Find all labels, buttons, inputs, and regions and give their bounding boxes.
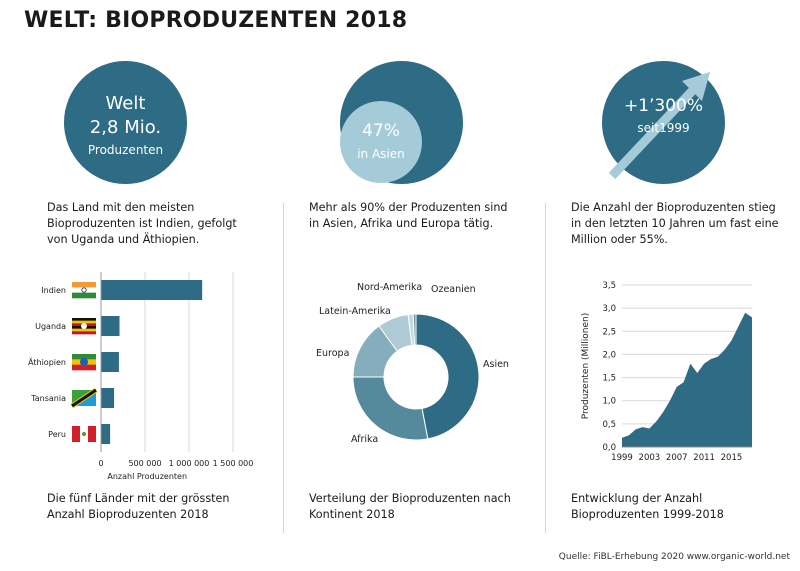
bar-category-label: Äthiopien [28,357,66,367]
column-divider-1 [283,203,284,533]
donut-slice [415,313,480,440]
bar-category-label: Indien [41,286,66,295]
x-axis-label: Anzahl Produzenten [107,472,187,481]
kpi-world-unit: Produzenten [87,143,164,157]
flag-icon [70,387,98,409]
y-tick-label: 2,0 [602,350,616,360]
slice-label: Afrika [351,434,378,445]
kpi-world-label: Welt [105,93,146,114]
bar-category-label: Peru [48,430,66,439]
bar [101,352,119,372]
x-tick-label: 0 [98,459,103,468]
text-growth: Die Anzahl der Bioproduzenten stieg in d… [571,201,779,246]
slice-label: Ozeanien [431,284,476,295]
kpi-growth-value: +1’300% [623,96,704,116]
y-tick-label: 0,5 [602,420,616,430]
kpi-world-value: 2,8 Mio. [89,117,162,138]
kpi-circle-growth: +1’300% seit1999 [602,61,725,184]
caption-countries: Die fünf Länder mit der grössten Anzahl … [47,492,230,521]
flag-icon [72,282,96,299]
x-tick-label: 1 500 000 [213,459,254,468]
x-tick-label: 500 000 [128,459,161,468]
kpi-growth-label: seit1999 [637,121,690,135]
source-note: Quelle: FiBL-Erhebung 2020 www.organic-w… [558,552,790,562]
slice-label: Europa [316,348,349,359]
flag-icon [72,318,96,335]
y-tick-label: 1,0 [602,397,616,407]
area-series [622,312,752,447]
kpi-asia-label: in Asien [357,147,405,161]
slice-label: Nord-Amerika [357,282,422,293]
x-tick-label: 2015 [721,453,743,463]
x-tick-label: 2007 [666,453,688,463]
kpi-circle-world: Welt 2,8 Mio. Produzenten [64,61,187,184]
kpi-asia-inner-circle: 47% in Asien [340,101,422,183]
y-tick-label: 1,5 [602,374,616,384]
column-divider-2 [545,203,546,533]
kpi-circle-asia: 47% in Asien [340,61,463,184]
kpi-asia-percent: 47% [362,121,400,141]
y-tick-label: 3,5 [602,281,616,291]
x-tick-label: 1 000 000 [169,459,210,468]
text-countries: Das Land mit den meisten Bioproduzenten … [47,201,237,246]
bar [101,280,203,300]
slice-label: Latein-Amerika [319,306,391,317]
bar-category-label: Uganda [35,322,66,331]
x-tick-label: 1999 [611,453,633,463]
area-chart-growth: 0,0 0,5 1,0 1,5 2,0 2,5 3,0 3,5 1999 2003 2007 2011… [581,281,752,463]
page-title: WELT: BIOPRODUZENTEN 2018 [24,8,408,33]
caption-continents: Verteilung der Bioproduzenten nach Konti… [309,492,511,521]
caption-growth: Entwicklung der Anzahl Bioproduzenten 19… [571,492,724,521]
donut-slice [412,313,417,346]
y-tick-label: 0,0 [602,443,616,453]
flag-icon [72,354,96,371]
y-tick-label: 2,5 [602,327,616,337]
y-axis-label: Produzenten (Millionen) [581,313,591,420]
flag-icon [72,426,96,442]
y-tick-label: 3,0 [602,304,616,314]
donut-slice [352,376,429,441]
x-tick-label: 2011 [693,453,715,463]
bar [101,424,111,444]
bar [101,388,115,408]
bar-category-label: Tansania [30,394,66,403]
slice-label: Asien [483,359,509,370]
growth-arrow-icon [608,72,710,180]
text-continents: Mehr als 90% der Produzenten sind in Asi… [309,201,508,230]
x-tick-label: 2003 [639,453,661,463]
bar [101,316,120,336]
